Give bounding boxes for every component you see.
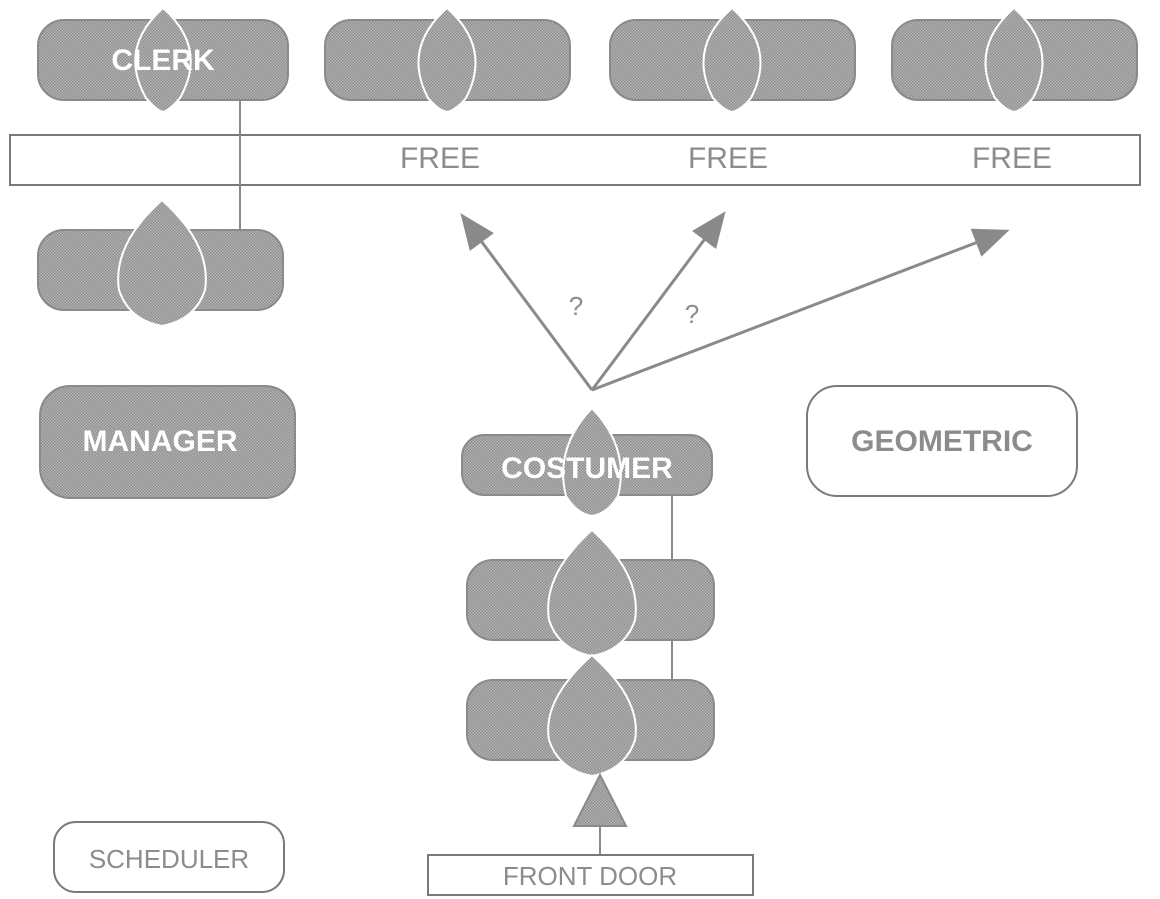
front-door-label: FRONT DOOR — [503, 861, 677, 891]
arrow-icon — [460, 213, 594, 391]
person-token-icon — [609, 6, 856, 114]
person-token-icon — [891, 6, 1138, 114]
costumer-label: COSTUMER — [501, 452, 673, 485]
arrow-up-icon — [572, 772, 628, 855]
front-door: FRONT DOOR — [427, 854, 754, 896]
manager-label: MANAGER — [83, 425, 238, 458]
counter-slot-3: FREE — [688, 142, 768, 175]
scheduler-box: SCHEDULER — [53, 821, 285, 893]
clerk-label: CLERK — [111, 44, 215, 77]
clerk-token: CLERK — [37, 6, 289, 114]
question-mark-1: ? — [569, 291, 583, 321]
manager-box: MANAGER — [39, 385, 296, 499]
person-token-icon — [324, 6, 571, 114]
counter-bar — [9, 134, 1141, 186]
person-token-icon — [37, 198, 284, 328]
person-token-icon — [466, 528, 715, 658]
service-counter: FREE FREE FREE — [9, 134, 1141, 186]
decision-arrows: ? ? — [460, 211, 1010, 392]
question-mark-2: ? — [685, 299, 699, 329]
geometric-box: GEOMETRIC — [806, 385, 1078, 497]
counter-slot-2: FREE — [400, 142, 480, 175]
costumer-token: COSTUMER — [461, 406, 713, 518]
arrow-icon — [590, 211, 726, 391]
person-token-icon — [466, 653, 715, 778]
counter-slot-4: FREE — [972, 142, 1052, 175]
arrow-icon — [591, 228, 1010, 392]
scheduler-label: SCHEDULER — [89, 844, 249, 874]
geometric-label: GEOMETRIC — [851, 425, 1033, 458]
